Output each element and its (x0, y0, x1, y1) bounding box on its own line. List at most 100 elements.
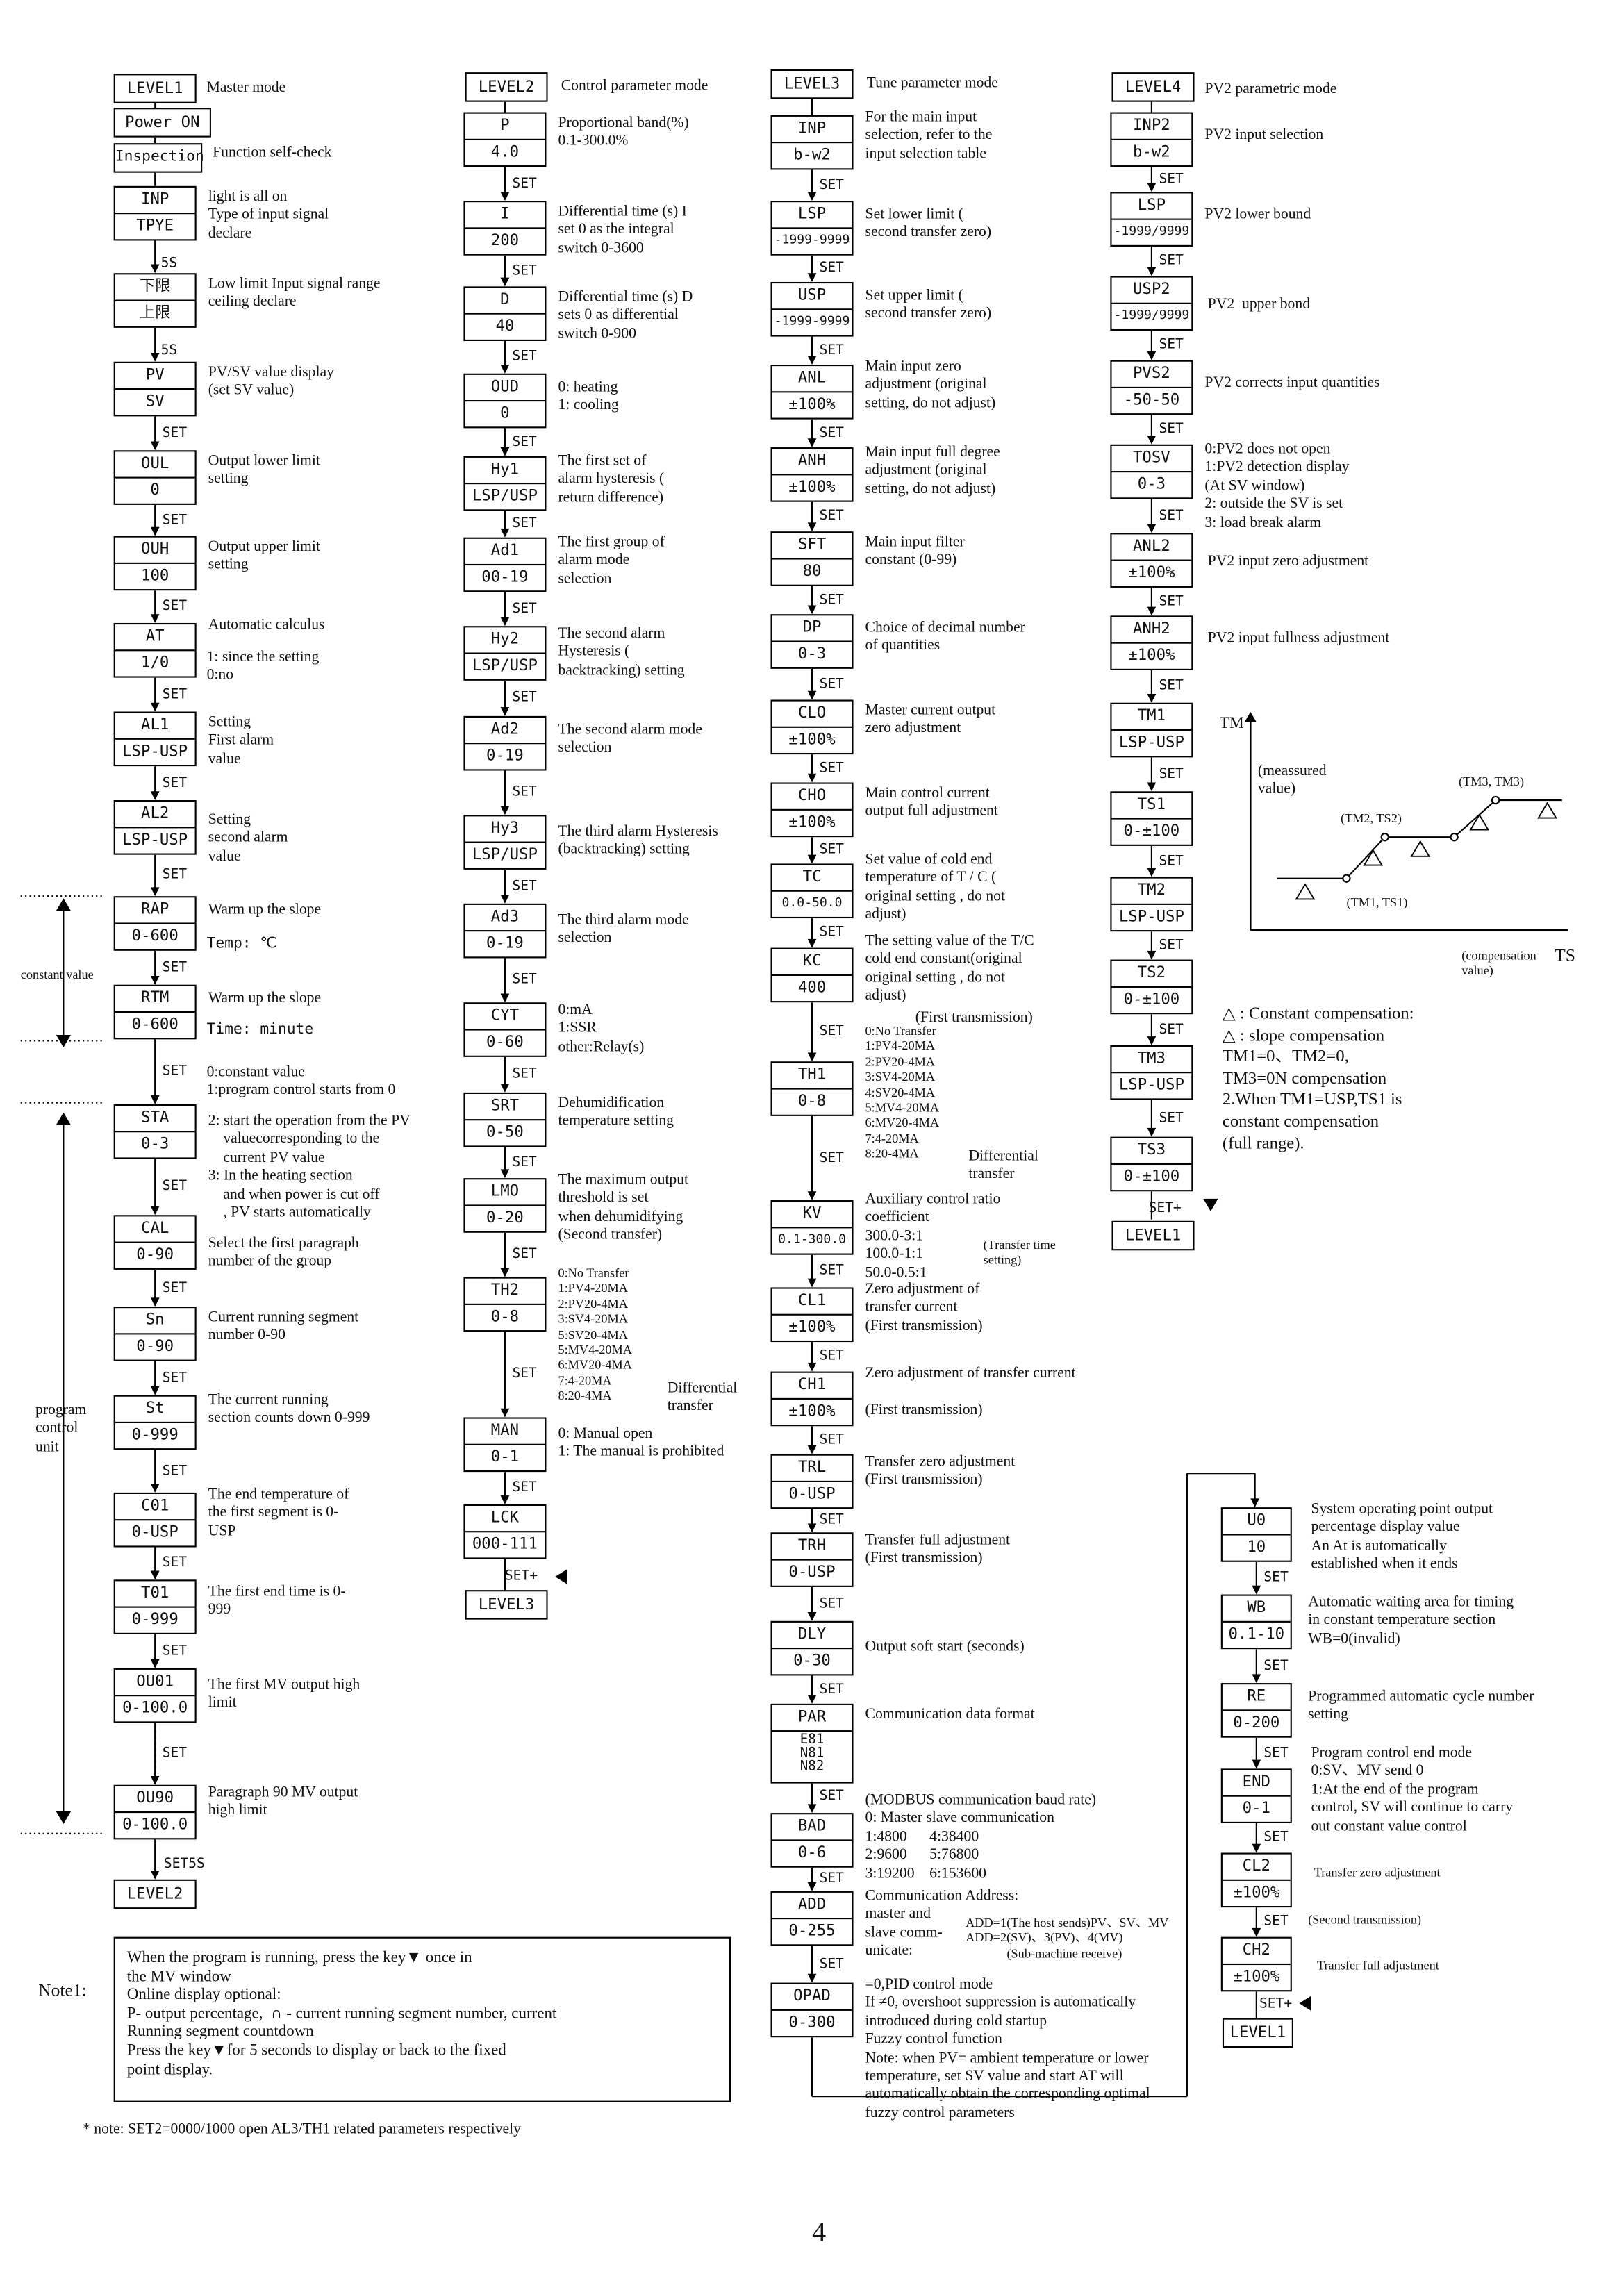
col2-ad2-desc: The second alarm mode selection (558, 722, 702, 757)
arrow-head (807, 854, 817, 864)
arrow-head (150, 1659, 160, 1668)
param-range: -1999/9999 (1113, 224, 1190, 240)
arrow-head (807, 1362, 817, 1372)
param-code: OU01 (115, 1670, 195, 1697)
arrow-head (807, 522, 817, 532)
param-code: AT (115, 624, 195, 652)
set-key-label: SET (162, 1369, 188, 1386)
th1-desc2: Differential transfer (968, 1148, 1038, 1184)
arrow-head (150, 1570, 160, 1580)
param-code: ANL2 (1111, 534, 1192, 561)
set-key-label: SET (1263, 1657, 1289, 1674)
arrow-head (807, 273, 817, 282)
sta-pre-desc: 0:constant value 1:program control start… (206, 1064, 396, 1100)
col2-srt-desc: Dehumidification temperature setting (558, 1095, 674, 1130)
param-code: TRL (772, 1456, 852, 1483)
param-range: 0-50 (486, 1123, 524, 1142)
col3-bad-desc: (MODBUS communication baud rate) 0: Mast… (865, 1792, 1097, 1882)
set-key-label: SET (819, 924, 844, 940)
set-key-label: SET (819, 1022, 844, 1040)
param-range: 100 (141, 567, 169, 585)
col5-end-level1: LEVEL1 (1222, 2018, 1293, 2048)
param-code: INP (115, 188, 195, 215)
param-range: 400 (797, 979, 827, 997)
col4-pvs2-param-box: PVS2-50-50 (1110, 360, 1193, 415)
col3-par-desc: Communication data format (865, 1707, 1035, 1723)
level1-desc: Master mode (206, 79, 286, 97)
set-key-label: SET (162, 1554, 188, 1571)
col4-anh2-desc: PV2 input fullness adjustment (1207, 630, 1390, 647)
level3-desc: Tune parameter mode (866, 75, 998, 92)
col3-add-desc: Communication Address: master and slave … (865, 1888, 1019, 1960)
param-code: OPAD (772, 1984, 852, 2011)
col2-oud-desc: 0: heating 1: cooling (558, 379, 619, 415)
param-code: LSP (1111, 193, 1192, 220)
col1-inp-desc: light is all on Type of input signal dec… (208, 189, 329, 242)
graph-x-axis: TS (1555, 945, 1575, 966)
arrow-head (500, 1495, 510, 1504)
col5-ch2-desc: Transfer full adjustment (1316, 1957, 1439, 1973)
set-key-label: SET (819, 424, 844, 441)
param-code: LMO (465, 1179, 545, 1206)
param-range: 0 (500, 404, 510, 422)
col3-anl-param-box: ANL±100% (770, 364, 854, 420)
arrow-head (500, 447, 510, 456)
param-code: STA (115, 1106, 195, 1133)
col3-anh-param-box: ANH±100% (770, 447, 854, 502)
arrow-head (150, 1297, 160, 1307)
arrow-head (1147, 782, 1157, 792)
param-range: 4.0 (490, 143, 520, 161)
set-key-label: SET (512, 877, 537, 894)
col5-set-plus: SET+ (1259, 1996, 1293, 2013)
col2-hy1-desc: The first set of alarm hysteresis ( retu… (558, 453, 665, 506)
note1-label: Note1: (38, 1980, 87, 2001)
col1-end-level2: LEVEL2 (113, 1879, 197, 1909)
graph-point-tm2: (TM2, TS2) (1340, 810, 1402, 826)
pointer-triangle (56, 1811, 72, 1825)
param-range: LSP/USP (472, 845, 538, 864)
col3-sft-desc: Main input filter constant (0-99) (865, 534, 965, 570)
param-code: TRH (772, 1534, 852, 1561)
graph-point (1342, 874, 1351, 883)
footnote: * note: SET2=0000/1000 open AL3/TH1 rela… (83, 2121, 522, 2138)
arrow-head (807, 1882, 817, 1891)
param-code: PAR (772, 1705, 852, 1732)
kv-desc2: (Transfer time setting) (983, 1237, 1056, 1268)
param-code: CL1 (772, 1289, 852, 1316)
arrow-head (807, 1695, 817, 1704)
col3-clo-desc: Master current output zero adjustment (865, 702, 996, 738)
col1-cal-desc: Select the first paragraph number of the… (208, 1236, 359, 1270)
col5-uo-desc: System operating point output percentage… (1311, 1501, 1493, 1573)
param-code: Sn (115, 1308, 195, 1335)
col1-oul-desc: Output lower limit setting (208, 453, 320, 488)
param-range: LSP-USP (1118, 1076, 1184, 1094)
col1-ouh-desc: Output upper limit setting (208, 538, 320, 574)
param-code: TM3 (1111, 1047, 1192, 1074)
param-range: ±100% (1233, 1884, 1280, 1902)
arrow-head (1147, 868, 1157, 877)
param-range: 0-USP (788, 1563, 836, 1582)
arrow-head (500, 1408, 510, 1418)
param-code: SFT (772, 533, 852, 560)
param-code: CAL (115, 1216, 195, 1243)
set-key-label: SET (819, 841, 844, 858)
compensation-marker (1469, 813, 1490, 831)
set-key-label: SET (512, 262, 537, 279)
compensation-marker (1295, 883, 1316, 900)
param-range: 0-3 (797, 645, 827, 663)
inspection-label: Inspection (113, 143, 204, 173)
param-code: Hy3 (465, 816, 545, 843)
